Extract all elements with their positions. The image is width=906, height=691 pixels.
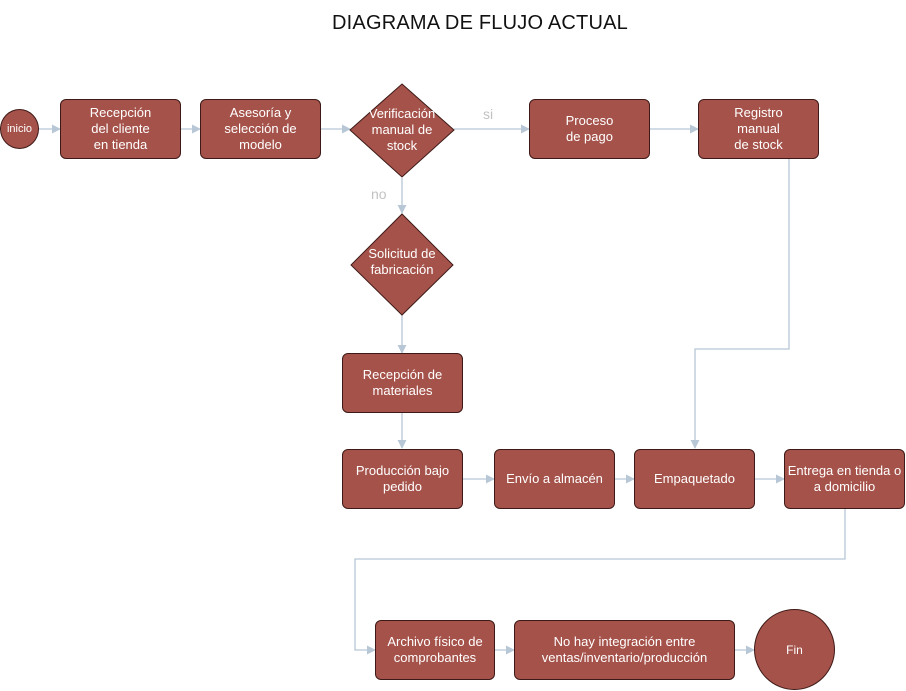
produccion-node: Producción bajo pedido <box>342 449 463 509</box>
edge-label-no: no <box>371 186 387 202</box>
empaquetado-node: Empaquetado <box>634 449 755 509</box>
edge-label-si: si <box>483 106 494 122</box>
inicio-label: inicio <box>6 123 33 135</box>
integracion-label: No hay integración entre ventas/inventar… <box>541 634 708 665</box>
archivo-node: Archivo físico de comprobantes <box>375 620 495 680</box>
envio-node: Envío a almacén <box>494 449 615 509</box>
registro-stock-node: Registro manual de stock <box>698 99 819 159</box>
produccion-label: Producción bajo pedido <box>355 463 450 494</box>
envio-label: Envío a almacén <box>506 471 603 486</box>
fin-label: Fin <box>786 642 803 657</box>
edge-entrega-archivo <box>354 509 846 655</box>
archivo-label: Archivo físico de comprobantes <box>387 634 483 665</box>
recepcion-materiales-label: Recepción de materiales <box>362 367 443 398</box>
entrega-node: Entrega en tienda o a domicilio <box>784 449 905 509</box>
proceso-pago-label: Proceso de pago <box>565 113 614 144</box>
integracion-node: No hay integración entre ventas/inventar… <box>514 620 735 680</box>
solicitud-diamond <box>350 213 454 316</box>
empaquetado-label: Empaquetado <box>654 471 735 486</box>
solicitud-label: Solicitud de fabricación <box>368 246 436 277</box>
diagram-title: DIAGRAMA DE FLUJO ACTUAL <box>332 12 628 34</box>
recepcion-cliente-node: Recepción del cliente en tienda <box>60 99 181 159</box>
recepcion-cliente-label: Recepción del cliente en tienda <box>89 105 152 152</box>
asesoria-node: Asesoría y selección de modelo <box>200 99 321 159</box>
verificacion-diamond <box>349 83 455 178</box>
entrega-label: Entrega en tienda o a domicilio <box>787 463 902 494</box>
verificacion-label: Verificación manual de stock <box>368 106 436 153</box>
registro-stock-label: Registro manual de stock <box>734 105 783 152</box>
asesoria-label: Asesoría y selección de modelo <box>224 105 297 152</box>
proceso-pago-node: Proceso de pago <box>529 99 650 159</box>
edge-registro-empaquetado <box>690 159 790 449</box>
fin-node: Fin <box>754 609 835 690</box>
inicio-node: inicio <box>0 109 39 149</box>
recepcion-materiales-node: Recepción de materiales <box>342 353 463 413</box>
